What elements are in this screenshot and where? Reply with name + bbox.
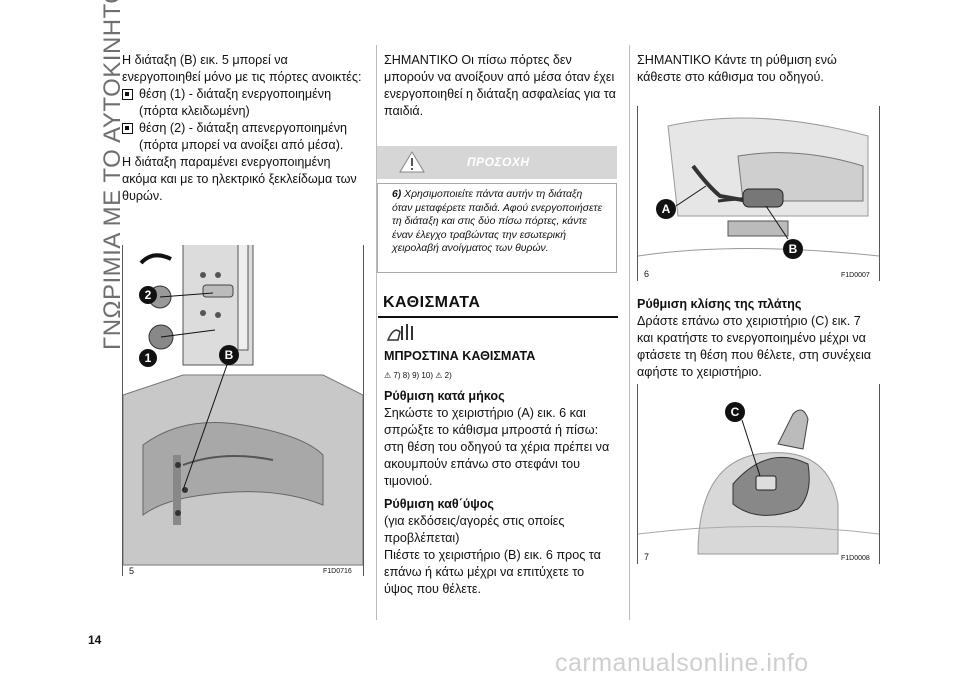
figure-6-number: 6: [644, 269, 650, 279]
callout-a-label: A: [662, 202, 671, 216]
refs-1: 7) 8) 9) 10): [393, 371, 433, 380]
column-2-lower: ΜΠΡΟΣΤΙΝΑ ΚΑΘΙΣΜΑΤΑ ⚠ 7) 8) 9) 10) ⚠ 2) …: [384, 348, 616, 598]
heading-length-adjust: Ρύθμιση κατά μήκος: [384, 389, 505, 403]
figure-7-backrest-knob: C 7 F1D0008: [637, 384, 880, 564]
seat-levers-illustration: A B: [638, 106, 879, 281]
page-number: 14: [88, 633, 102, 647]
reference-marks: ⚠ 7) 8) 9) 10) ⚠ 2): [384, 367, 616, 384]
caution-number: 6): [392, 189, 402, 200]
figure-5-door-lock: 2 1 B 5 F1D0716: [122, 245, 364, 576]
checkbox-bullet-icon: [122, 123, 133, 134]
callout-b-label: B: [225, 348, 234, 362]
caution-text-box: 6) Χρησιμοποιείτε πάντα αυτήν τη διάταξη…: [377, 183, 617, 273]
bullet-1-text: θέση (1) - διάταξη ενεργοποιημένη (πόρτα…: [139, 87, 332, 118]
seat-icon: [384, 322, 418, 349]
text-height-note: (για εκδόσεις/αγορές στις οποίες προβλέπ…: [384, 514, 565, 545]
col2-note: ΣΗΜΑΝΤΙΚΟ Οι πίσω πόρτες δεν μπορούν να …: [384, 53, 616, 118]
heading-height-adjust: Ρύθμιση καθ΄ύψος: [384, 497, 494, 511]
warning-triangle-icon: [399, 151, 425, 173]
watermark: carmanualsonline.info: [555, 649, 809, 677]
figure-6-code: F1D0007: [841, 272, 870, 279]
callout-b-icon: B: [219, 345, 239, 365]
text-height-adjust: Πιέστε το χειριστήριο (B) εικ. 6 προς τα…: [384, 548, 601, 596]
section-rule: [378, 316, 618, 318]
figure-5-code: F1D0716: [323, 568, 352, 575]
column-3-lower: Ρύθμιση κλίσης της πλάτης Δράστε επάνω σ…: [637, 296, 877, 381]
backrest-knob-illustration: C: [638, 384, 879, 564]
callout-a-icon: A: [656, 199, 676, 219]
text-length-adjust: Σηκώστε το χειριστήριο (A) εικ. 6 και σπ…: [384, 406, 610, 488]
callout-b2-icon: B: [783, 239, 803, 259]
callout-2-icon: 2: [139, 286, 157, 304]
checkbox-bullet-icon: [122, 89, 133, 100]
column-divider-1: [376, 45, 377, 620]
callout-1-icon: 1: [139, 349, 157, 367]
column-1: Η διάταξη (B) εικ. 5 μπορεί να ενεργοποι…: [122, 52, 362, 205]
bullet-position-2: θέση (2) - διάταξη απενεργοποιημένη (πόρ…: [122, 120, 362, 154]
callout-b2-label: B: [789, 242, 798, 256]
text-backrest: Δράστε επάνω στο χειριστήριο (C) εικ. 7 …: [637, 314, 872, 379]
callout-1-label: 1: [145, 351, 152, 365]
figure-7-code: F1D0008: [841, 555, 870, 562]
bullet-2-text: θέση (2) - διάταξη απενεργοποιημένη (πόρ…: [139, 121, 348, 152]
subsection-front-seats: ΜΠΡΟΣΤΙΝΑ ΚΑΘΙΣΜΑΤΑ: [384, 349, 536, 363]
caution-banner: ΠΡΟΣΟΧΗ: [377, 146, 617, 179]
callout-c-label: C: [731, 405, 740, 419]
bullet-position-1: θέση (1) - διάταξη ενεργοποιημένη (πόρτα…: [122, 86, 362, 120]
column-2: ΣΗΜΑΝΤΙΚΟ Οι πίσω πόρτες δεν μπορούν να …: [384, 52, 616, 120]
figure-5-number: 5: [129, 566, 135, 576]
col1-outro: Η διάταξη παραμένει ενεργοποιημένη ακόμα…: [122, 155, 357, 203]
callout-c-icon: C: [725, 402, 745, 422]
callout-2-label: 2: [145, 288, 152, 302]
refs-2: 2): [444, 371, 452, 380]
warning-small-icon: ⚠: [435, 371, 443, 380]
heading-backrest: Ρύθμιση κλίσης της πλάτης: [637, 297, 802, 311]
caution-text: Χρησιμοποιείτε πάντα αυτήν τη διάταξη ότ…: [392, 189, 603, 254]
caution-label: ΠΡΟΣΟΧΗ: [467, 155, 530, 169]
warning-small-icon: ⚠: [384, 371, 392, 380]
col3-note: ΣΗΜΑΝΤΙΚΟ Κάντε τη ρύθμιση ενώ κάθεστε σ…: [637, 53, 837, 84]
side-section-title: ΓΝΩΡΙΜΙΑ ΜΕ ΤΟ ΑΥΤΟΚΙΝΗΤΟ: [69, 0, 126, 350]
column-divider-2: [629, 45, 630, 620]
figure-7-number: 7: [644, 552, 650, 562]
door-lock-illustration: 2 1 B: [123, 245, 363, 576]
column-3: ΣΗΜΑΝΤΙΚΟ Κάντε τη ρύθμιση ενώ κάθεστε σ…: [637, 52, 877, 86]
section-title-seats: ΚΑΘΙΣΜΑΤΑ: [383, 294, 481, 311]
col1-intro: Η διάταξη (B) εικ. 5 μπορεί να ενεργοποι…: [122, 53, 362, 84]
figure-6-seat-levers: A B 6 F1D0007: [637, 106, 880, 281]
